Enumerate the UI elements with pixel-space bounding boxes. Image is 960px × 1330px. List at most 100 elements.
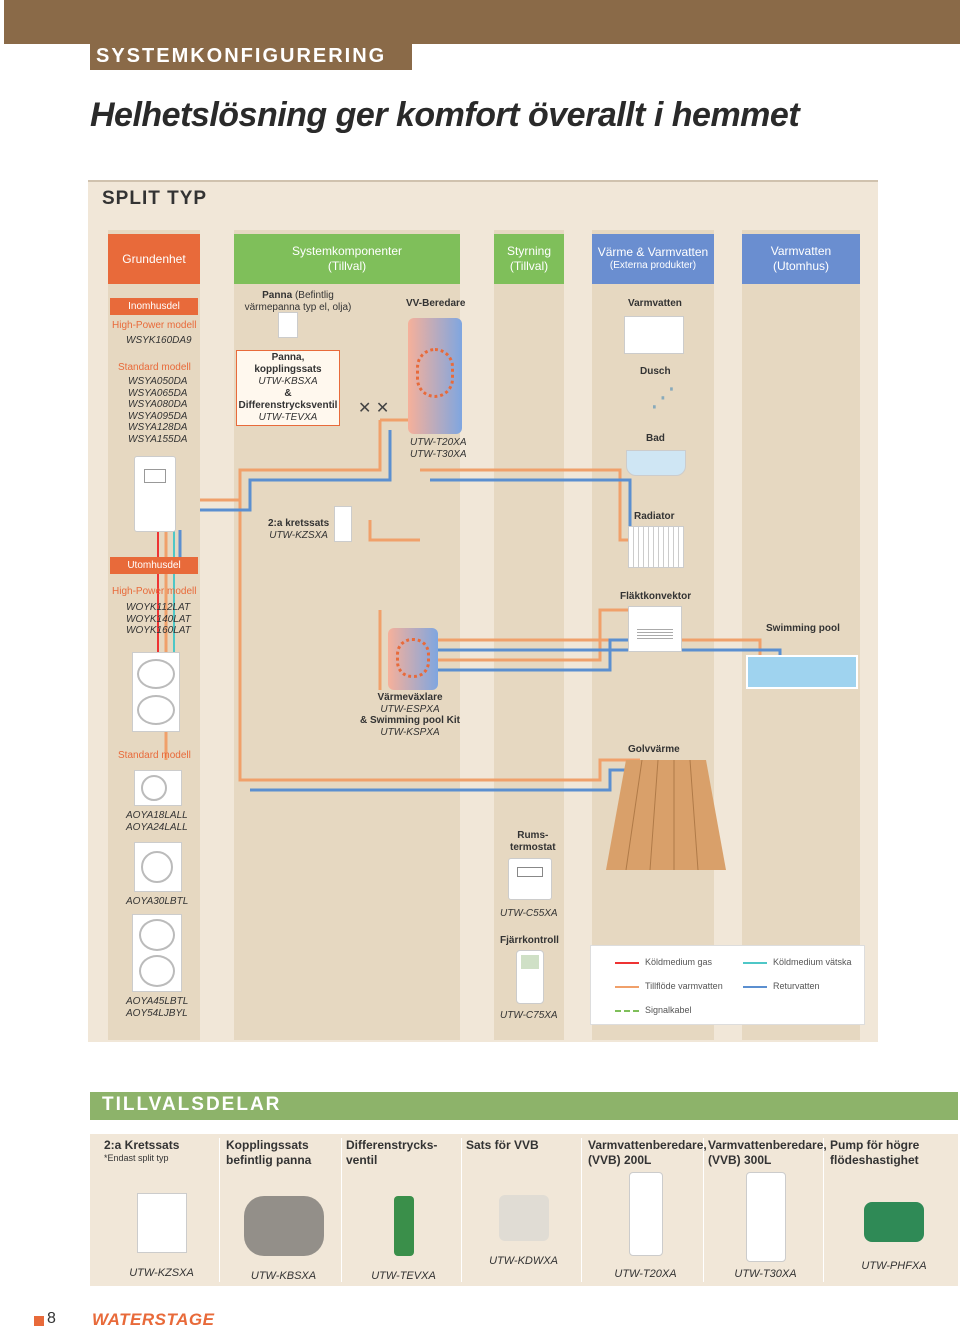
accessory-6: Varmvattenberedare, (VVB) 300L UTW-T30XA: [708, 1138, 827, 1282]
shower-label: Dusch: [640, 366, 671, 377]
legend-return: Returvatten: [773, 981, 820, 991]
legend-supply: Tillflöde varmvatten: [645, 981, 723, 991]
col-header-grundenhet: Grundenhet: [108, 234, 200, 284]
vv-tank-image: [408, 318, 462, 434]
floor-heating-label: Golvvärme: [628, 744, 680, 755]
pool-image: [746, 655, 858, 689]
top-bar: [4, 0, 960, 44]
outdoor-hp-label: High-Power modell: [112, 586, 197, 597]
indoor-hp-label: High-Power modell: [112, 320, 197, 331]
accessory-5: Varmvattenberedare, (VVB) 200L UTW-T20XA: [588, 1138, 707, 1282]
accessory-1: 2:a Kretssats *Endast split typ UTW-KZSX…: [104, 1138, 220, 1282]
outdoor-std-label: Standard modell: [118, 750, 191, 761]
bath-image: [626, 450, 686, 476]
accessory-3-image: [393, 1196, 414, 1256]
remote-label: Fjärrkontroll: [500, 935, 559, 946]
legend-signal: Signalkabel: [645, 1005, 692, 1015]
col-bg-3: [494, 230, 564, 1040]
col-header-varme: Värme & Varmvatten(Externa produkter): [592, 234, 714, 284]
legend-gas: Köldmedium gas: [645, 957, 713, 967]
indoor-unit-image: [134, 456, 176, 532]
outdoor-std-model-b: AOYA30LBTL: [126, 896, 189, 907]
accessory-2-image: [243, 1196, 324, 1256]
kz-label: 2:a kretssats UTW-KZSXA: [268, 518, 330, 541]
pipe-floor: [240, 758, 640, 782]
hx-label: Värmeväxlare UTW-ESPXA & Swimming pool K…: [360, 692, 460, 738]
brand-logo: WATERSTAGE: [92, 1310, 215, 1329]
accessory-2: Kopplingssats befintlig panna UTW-KBSXA: [226, 1138, 342, 1282]
shower-icon: ⋰: [650, 382, 676, 412]
col-header-systemkomponenter: Systemkomponenter(Tillval): [234, 234, 460, 284]
pipe-return-1: [200, 430, 392, 512]
pipe-loop-1: [238, 500, 380, 782]
accessory-1-image: [136, 1193, 187, 1253]
accessory-3: Differenstrycks- ventil UTW-TEVXA: [346, 1138, 462, 1282]
split-type-title: SPLIT TYP: [88, 180, 878, 214]
hx-tank-image: [388, 628, 438, 690]
options-title: TILLVALSDELAR: [90, 1092, 958, 1120]
room-thermostat-code: UTW-C55XA: [500, 908, 558, 919]
fan-convector-image: [628, 606, 682, 652]
valve-icons: ✕ ✕: [358, 400, 390, 417]
accessory-7-image: [864, 1202, 924, 1242]
room-thermostat-image[interactable]: [508, 858, 552, 900]
pipe-indoor-supply: [200, 420, 382, 502]
legend-supply-swatch: [615, 986, 639, 988]
legend-return-swatch: [743, 986, 767, 988]
legend: Köldmedium gas Köldmedium vätska Tillflö…: [590, 945, 865, 1025]
legend-liquid: Köldmedium vätska: [773, 957, 852, 967]
outdoor-std-unit-c: [132, 914, 182, 992]
page-number: 8: [47, 1310, 56, 1327]
col-bg-1: [108, 230, 200, 1040]
accessory-7: Pump för högre flödeshastighet UTW-PHFXA: [830, 1138, 927, 1272]
accessory-4: Sats för VVB UTW-KDWXA: [466, 1138, 582, 1282]
col-header-varmvatten: Varmvatten(Utomhus): [742, 234, 860, 284]
kitchen-image: [624, 316, 684, 354]
kz-image: [334, 506, 352, 542]
legend-signal-swatch: [615, 1010, 639, 1012]
room-thermostat-label: Rums-termostat: [510, 830, 556, 853]
legend-gas-swatch: [615, 962, 639, 964]
pipe-kz: [368, 520, 420, 542]
boiler-image: [278, 312, 298, 338]
indoor-std-label: Standard modell: [118, 362, 191, 373]
outdoor-std-unit-a: [134, 770, 182, 806]
page-headline: Helhetslösning ger komfort överallt i he…: [90, 96, 800, 134]
accessory-4-image: [498, 1195, 549, 1241]
pipe-return-fan: [430, 638, 640, 672]
legend-liquid-swatch: [743, 962, 767, 964]
page-marker: [34, 1316, 44, 1326]
pool-label: Swimming pool: [766, 623, 840, 634]
vv-coil: [416, 348, 454, 398]
section-title: SYSTEMKONFIGURERING: [90, 44, 412, 70]
pipe-fan: [420, 608, 640, 662]
accessory-6-image: [745, 1172, 786, 1262]
outdoor-std-unit-b: [134, 842, 182, 892]
outdoor-hp-unit-image: [132, 652, 180, 732]
pipe-pool: [420, 638, 762, 660]
indoor-header: Inomhusdel: [110, 298, 198, 315]
radiator-label: Radiator: [634, 511, 675, 522]
fan-grille-2: [137, 695, 175, 725]
hot-water-label: Varmvatten: [628, 298, 682, 309]
boiler-label: Panna (Befintlig värmepanna typ el, olja…: [244, 290, 352, 313]
remote-code: UTW-C75XA: [500, 1010, 558, 1021]
floor-heating-image: [606, 760, 726, 870]
vv-label: VV-Beredare: [406, 298, 466, 309]
indoor-unit-display: [144, 469, 166, 483]
radiator-image: [628, 526, 684, 568]
col-bg-5: [742, 230, 860, 1040]
remote-image[interactable]: [516, 950, 544, 1004]
fan-convector-label: Fläktkonvektor: [620, 591, 692, 602]
fan-grille-1: [137, 659, 175, 689]
indoor-hp-model: WSYK160DA9: [126, 335, 192, 346]
kit-label: Panna, kopplingssats UTW-KBSXA & Differe…: [236, 350, 340, 426]
pipe-return-radiator: [430, 478, 650, 562]
bath-label: Bad: [646, 433, 665, 444]
accessory-5-image: [628, 1172, 663, 1256]
